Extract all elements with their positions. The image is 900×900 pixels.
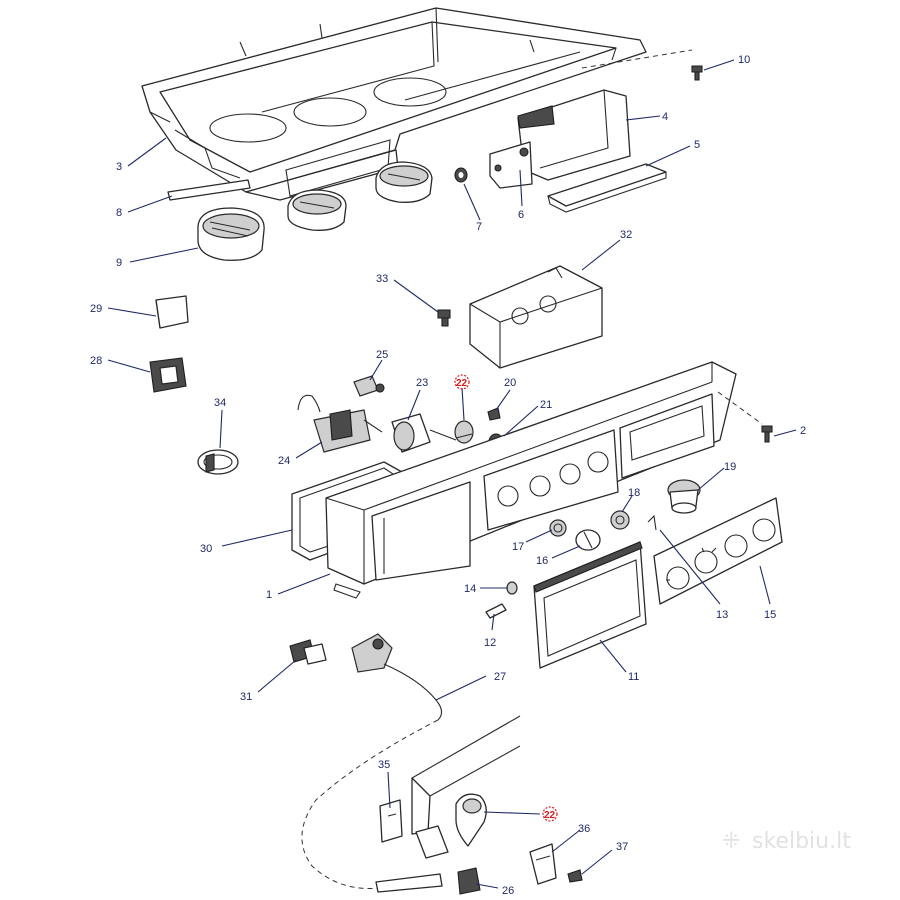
pin-part-12 bbox=[485, 603, 507, 619]
callout-23: 23 bbox=[416, 377, 428, 389]
callout-26: 26 bbox=[502, 885, 514, 897]
switch-blank-part-29 bbox=[155, 295, 189, 329]
callout-22b: 22 bbox=[544, 810, 556, 821]
screw-part-10 bbox=[691, 65, 703, 81]
knob-part-19 bbox=[667, 479, 701, 514]
flap-cover-part-11 bbox=[533, 541, 647, 669]
grommet-part-7 bbox=[454, 167, 468, 183]
callout-34: 34 bbox=[214, 397, 226, 409]
knob-insert-part-22 bbox=[454, 420, 474, 444]
callout-9: 9 bbox=[116, 257, 122, 269]
fascia-part-15 bbox=[653, 497, 783, 605]
bulb-holder-part-25 bbox=[353, 375, 385, 397]
rocker-switch-part-28 bbox=[149, 357, 187, 393]
callout-33: 33 bbox=[376, 273, 388, 285]
callout-13: 13 bbox=[716, 609, 728, 621]
screw-part-37 bbox=[567, 869, 583, 883]
bracket-part-4 bbox=[517, 89, 631, 181]
callout-7: 7 bbox=[476, 221, 482, 233]
callout-19: 19 bbox=[724, 461, 736, 473]
callout-4: 4 bbox=[662, 111, 668, 123]
callout-22: 22 bbox=[456, 378, 468, 389]
vent-outlets bbox=[197, 161, 433, 261]
clip-part-36 bbox=[529, 843, 557, 885]
screw-part-2 bbox=[761, 425, 773, 443]
callout-3: 3 bbox=[116, 161, 122, 173]
callout-37: 37 bbox=[616, 841, 628, 853]
vent-outlet bbox=[375, 161, 433, 203]
cable-part-27 bbox=[301, 633, 443, 893]
leader-lines bbox=[107, 59, 797, 889]
callout-labels: 3 8 9 10 4 5 6 7 32 33 29 28 34 24 25 23… bbox=[90, 54, 806, 897]
knob-part-18 bbox=[610, 510, 630, 530]
callout-35: 35 bbox=[378, 759, 390, 771]
watermark-logo-glyph: ⁜ bbox=[722, 829, 740, 854]
callout-29: 29 bbox=[90, 303, 102, 315]
screw-part-20 bbox=[487, 407, 501, 421]
clip-part-26 bbox=[457, 867, 481, 895]
heater-housing-tray bbox=[141, 7, 647, 201]
highlight-ring-22b bbox=[542, 806, 558, 822]
callout-17: 17 bbox=[512, 541, 524, 553]
pin-part-14 bbox=[506, 581, 518, 595]
highlight-ring-22 bbox=[454, 374, 470, 390]
callout-5: 5 bbox=[694, 139, 700, 151]
watermark-text: skelbiu.lt bbox=[752, 829, 851, 854]
callout-18: 18 bbox=[628, 487, 640, 499]
callout-30: 30 bbox=[200, 543, 212, 555]
duct-part-32 bbox=[469, 265, 603, 369]
screw-part-33 bbox=[437, 309, 451, 327]
callout-24: 24 bbox=[278, 455, 290, 467]
callout-6: 6 bbox=[518, 209, 524, 221]
callout-28: 28 bbox=[90, 355, 102, 367]
callout-31: 31 bbox=[240, 691, 252, 703]
seal-strip bbox=[167, 179, 251, 201]
pipe-bracket-part-35 bbox=[379, 715, 521, 859]
watermark: ⁜ skelbiu.lt bbox=[722, 829, 851, 854]
callout-10: 10 bbox=[738, 54, 750, 66]
callout-27: 27 bbox=[494, 671, 506, 683]
callout-1: 1 bbox=[266, 589, 272, 601]
callout-15: 15 bbox=[764, 609, 776, 621]
control-valve-part-24 bbox=[297, 394, 383, 453]
callout-2: 2 bbox=[800, 425, 806, 437]
vent-outlet bbox=[287, 189, 347, 231]
assembly-dash-lines bbox=[581, 49, 763, 425]
callout-20: 20 bbox=[504, 377, 516, 389]
control-panel-body-part-1 bbox=[325, 361, 737, 599]
callout-32: 32 bbox=[620, 229, 632, 241]
callout-11: 11 bbox=[628, 671, 639, 683]
clamp-part-22 bbox=[455, 793, 487, 847]
callout-16: 16 bbox=[536, 555, 548, 567]
vent-outlet bbox=[197, 207, 265, 261]
callout-21: 21 bbox=[540, 399, 552, 411]
callout-36: 36 bbox=[578, 823, 590, 835]
knob-part-17 bbox=[549, 519, 567, 537]
clip-part-13 bbox=[647, 514, 657, 531]
callout-25: 25 bbox=[376, 349, 388, 361]
potentiometer-part-23 bbox=[391, 413, 457, 453]
connector-part-31 bbox=[289, 639, 327, 665]
plate-part-5 bbox=[547, 163, 667, 213]
callout-8: 8 bbox=[116, 207, 122, 219]
hose-clip-part-34 bbox=[197, 449, 239, 475]
callout-14: 14 bbox=[464, 583, 476, 595]
clip-part-6 bbox=[489, 141, 533, 189]
knob-part-16 bbox=[575, 529, 601, 551]
callout-12: 12 bbox=[484, 637, 496, 649]
